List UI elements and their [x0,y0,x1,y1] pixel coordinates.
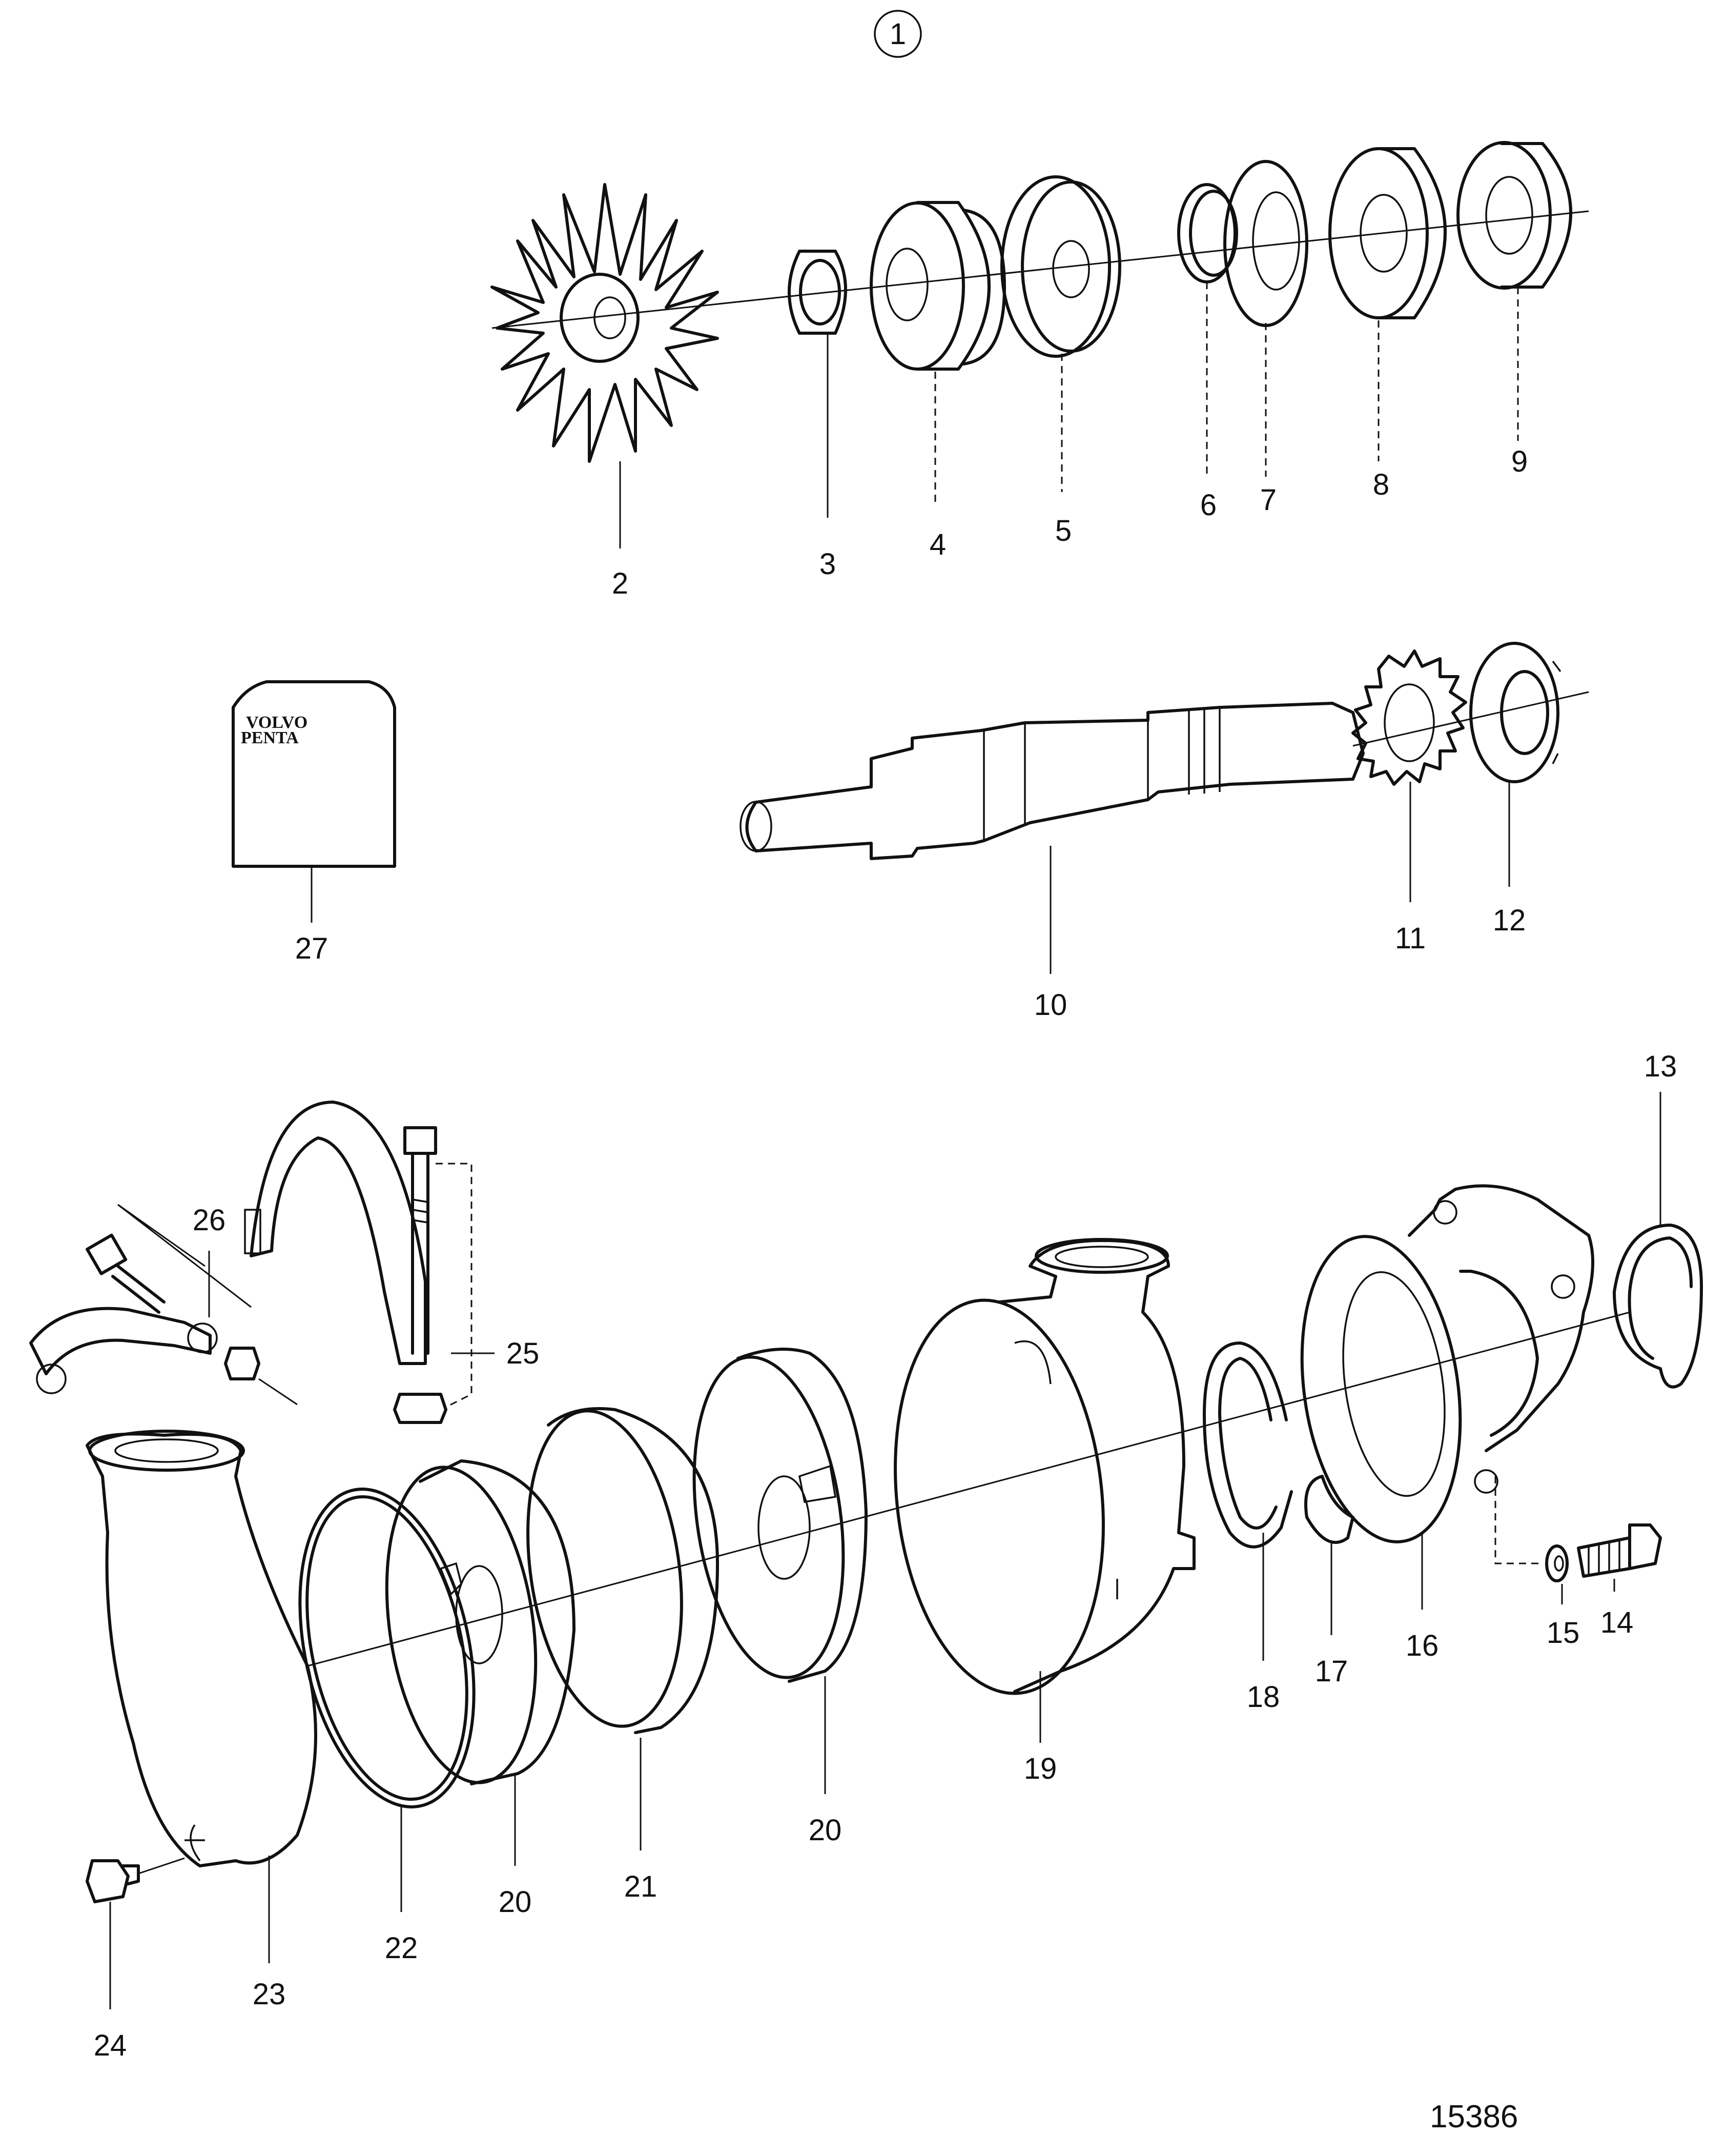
sheet-number: 1 [890,17,906,51]
part-label-25: 25 [506,1337,540,1370]
part-label-20-front: 20 [499,1885,532,1919]
part-label-7: 7 [1260,483,1277,517]
part-label-2: 2 [612,567,628,600]
wear-plate-front-part [385,1459,576,1785]
part-label-4: 4 [930,528,946,561]
sheet-number-badge: 1 [874,10,922,58]
documentation-pack: VOLVO PENTA [232,680,396,868]
top-assembly-axis [491,210,1589,329]
bearing-inner-part [1328,147,1447,319]
part-label-5: 5 [1055,514,1072,547]
washer-15-part [1545,1544,1569,1582]
impeller-part [490,183,719,463]
part-label-9: 9 [1511,445,1528,478]
clamp-bolt-26 [86,1233,298,1406]
seal-washer-part [1000,175,1121,358]
drain-plug-part [86,1857,185,1903]
part-label-8: 8 [1373,468,1389,501]
part-label-19: 19 [1024,1752,1057,1785]
clamp-band-part [244,1101,427,1365]
pump-housing-part [894,1238,1196,1695]
svg-text:PENTA: PENTA [241,728,299,747]
bottom-assembly-axis [307,1311,1630,1667]
part-label-15: 15 [1547,1616,1580,1650]
lock-nut-part [1469,642,1561,783]
part-label-26: 26 [193,1204,226,1237]
circlip-13-part [1613,1224,1703,1389]
part-label-18: 18 [1247,1680,1280,1714]
o-ring-part [298,1488,476,1808]
part-label-22: 22 [385,1931,418,1965]
wear-plate-rear-part [692,1348,868,1683]
clamp-half-part [29,1307,218,1394]
drawing-reference-number: 15386 [1430,2099,1518,2134]
circlip-18-part [1203,1341,1293,1549]
part-label-6: 6 [1200,489,1217,522]
part-label-17: 17 [1315,1655,1348,1688]
tab-washer-part [1351,649,1467,786]
part-label-14: 14 [1600,1606,1634,1639]
part-label-21: 21 [624,1870,657,1903]
sleeve-part [788,250,847,335]
pump-cover-elbow-part [86,1430,317,1867]
part-label-12: 12 [1493,904,1526,937]
screw-14-part [1577,1523,1662,1578]
part-label-20-rear: 20 [809,1814,842,1847]
part-label-23: 23 [253,1978,286,2011]
part-label-10: 10 [1034,988,1067,1022]
part-label-16: 16 [1406,1629,1439,1662]
part-label-11: 11 [1395,922,1426,955]
part-label-24: 24 [94,2029,127,2062]
volvo-penta-logo: VOLVO PENTA [241,713,307,747]
wear-ring-part [526,1407,719,1734]
bearing-housing-part [1300,1184,1594,1543]
pump-shaft-part [739,702,1365,860]
part-label-13: 13 [1644,1050,1677,1083]
part-label-3: 3 [819,547,836,581]
svg-text:VOLVO: VOLVO [246,713,307,732]
bearing-outer-part [1456,141,1572,290]
clamp-bolt-25 [393,1126,447,1424]
key-part [1304,1475,1354,1544]
part-label-27: 27 [295,932,328,965]
